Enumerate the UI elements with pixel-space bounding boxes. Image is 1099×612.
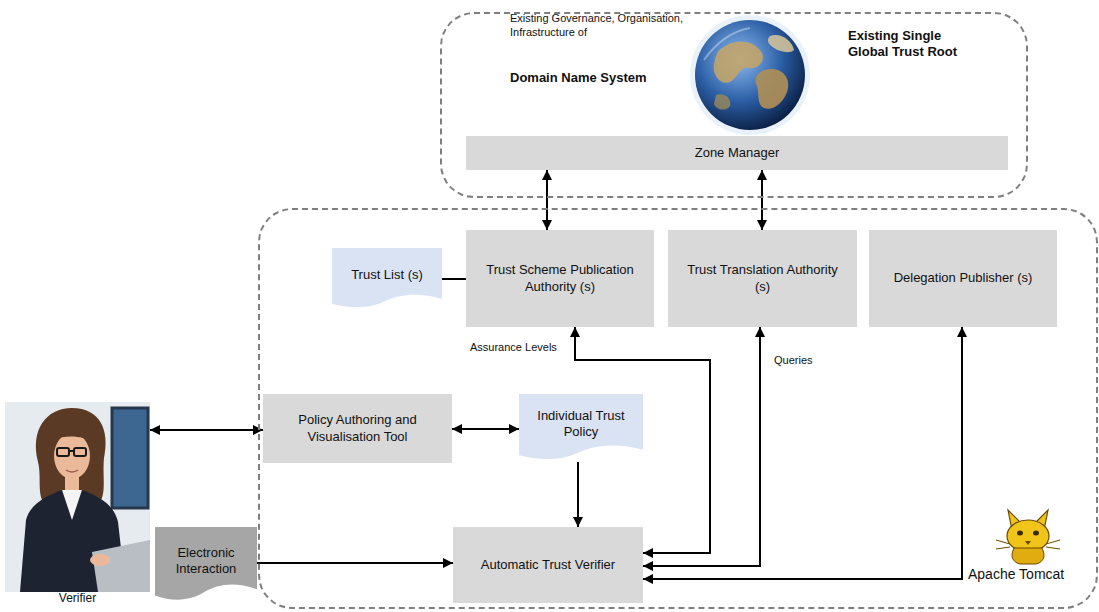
document-outline [332,248,442,307]
verifier-picture [5,402,150,592]
globe-sphere [695,20,805,130]
globe-land [755,69,788,109]
hand [90,554,110,566]
node-label: Trust List (s) [351,267,423,283]
connector-arrow [442,278,466,280]
policy-document: Individual Trust Policy [519,394,643,462]
region-text: Existing Governance, Organisation, Infra… [510,12,688,40]
region-text: Apache Tomcat [968,566,1093,584]
cat-head [1007,520,1049,552]
shirt [62,490,82,520]
cat-body [1012,548,1044,564]
connector-arrow [643,327,760,566]
globe-picture [690,15,810,135]
tomcat-logo [996,510,1060,564]
interaction-document: Electronic Interaction [155,527,257,603]
region-text: Domain Name System [510,70,688,86]
cat-nose [1025,541,1031,545]
verifier-engine-box: Automatic Trust Verifier [453,527,643,603]
connector-arrow [452,428,519,430]
publisher-box: Delegation Publisher (s) [869,230,1057,327]
node-label: Individual Trust Policy [533,408,629,441]
connector-arrow [150,429,263,431]
document-outline [155,527,257,600]
node-label: Electronic Interaction [169,545,243,578]
node-label: Delegation Publisher (s) [894,270,1033,286]
node-label: Zone Manager [695,145,780,161]
monitor-screen [112,408,148,508]
globe-land [714,41,763,82]
authority-box: Trust Translation Authority (s) [668,230,857,327]
connector-label: Queries [772,354,815,367]
globe-halo [690,15,810,135]
connector-arrow [643,327,962,579]
connector-arrow [761,170,763,230]
tool-box: Policy Authoring and Visualisation Tool [263,394,452,463]
connector-arrow [257,562,453,564]
globe-shine [704,28,750,60]
neck [65,476,79,490]
node-label: Automatic Trust Verifier [481,557,615,573]
connector-label: Assurance Levels [468,341,559,354]
tomcat-region: Apache Tomcat Trust List (s) Trust Scheme … [258,208,1098,609]
verifier-person: Verifier [5,402,150,608]
node-label: Trust Scheme Publication Authority (s) [480,262,640,295]
document-outline [519,394,643,459]
region-text: Existing Single Global Trust Root [848,28,958,61]
zone-manager-bar: Zone Manager [466,136,1008,170]
connector-arrow [546,170,548,230]
glasses [69,450,74,452]
face [54,433,90,479]
picture-background [5,402,150,592]
trust-list-document: Trust List (s) [332,248,442,310]
cat-eye [1033,531,1039,536]
globe-land [768,35,794,52]
monitor-frame [112,408,148,508]
connector-arrow [577,462,579,527]
dns-region: Existing Governance, Organisation, Infra… [440,12,1028,198]
node-label: Policy Authoring and Visualisation Tool [277,412,438,445]
mouth [66,470,78,472]
globe-land [714,94,730,109]
authority-box: Trust Scheme Publication Authority (s) [466,230,654,327]
cat-eye [1017,531,1023,536]
glasses [57,448,69,456]
glasses [74,448,86,456]
laptop [92,540,150,592]
node-label: Verifier [59,591,96,606]
node-label: Trust Translation Authority (s) [682,262,843,295]
fringe [54,429,92,442]
